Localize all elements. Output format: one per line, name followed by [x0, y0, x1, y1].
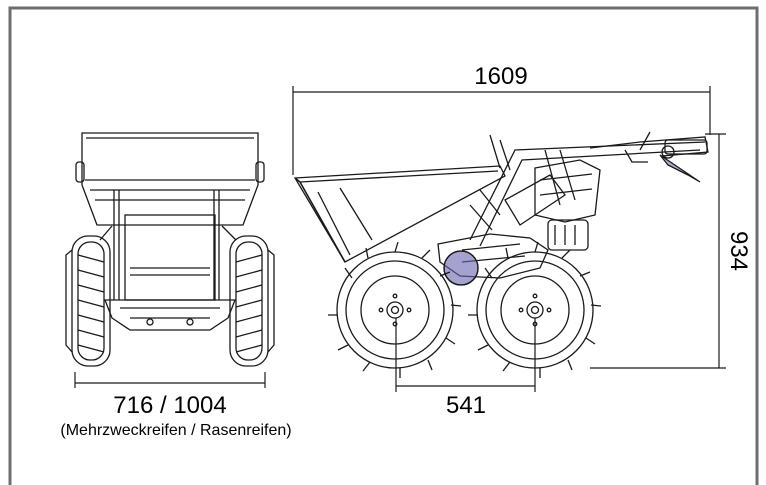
front-right-wheel — [229, 235, 275, 367]
wheelbase-label: 541 — [446, 392, 486, 419]
side-frame-arm — [469, 141, 706, 247]
height-dimension — [590, 133, 726, 369]
tire-note-label: (Mehrzweckreifen / Rasenreifen) — [60, 422, 291, 439]
length-dimension — [292, 86, 711, 175]
side-handle — [589, 136, 709, 157]
front-undercarriage — [104, 299, 236, 331]
frame-border — [8, 6, 759, 485]
side-view — [293, 131, 709, 378]
track-width-dimension — [74, 372, 266, 388]
front-hopper — [81, 132, 259, 226]
track-width-label: 716 / 1004 — [113, 392, 226, 419]
front-view — [65, 132, 275, 367]
side-rear-wheel — [328, 241, 462, 378]
front-body — [124, 214, 216, 301]
front-left-wheel — [65, 235, 111, 367]
length-label: 1609 — [474, 63, 527, 90]
side-front-wheel — [468, 241, 602, 378]
side-lever — [659, 154, 701, 183]
wheelbase-dimension — [395, 318, 536, 392]
height-label: 934 — [725, 231, 752, 271]
side-engine — [534, 159, 601, 251]
